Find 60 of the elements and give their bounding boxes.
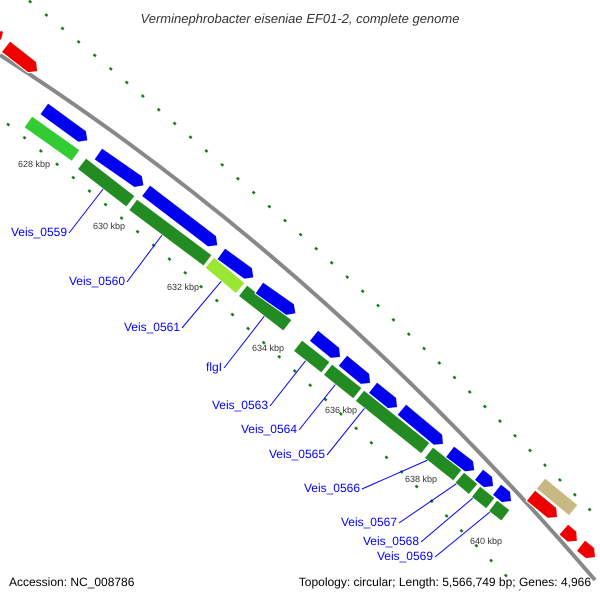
gene-bar [76,157,136,208]
leader-line [326,408,365,456]
gene-arrow-block [558,523,578,543]
gene-bar [535,477,579,516]
gene-arrow-block [337,354,372,385]
gene-arrow-block [216,247,254,280]
leader-line [398,483,457,524]
gene-label: Veis_0563 [212,398,268,412]
leader-line [434,512,490,558]
accession-text: Accession: NC_008786 [9,575,134,589]
leader-line [362,460,428,490]
gene-bar [128,198,213,267]
gene-arrow-block [444,445,476,472]
gene-bar [470,485,496,510]
gene-bar [322,363,363,400]
gene-arrow-block [93,147,145,188]
gene-label: Veis_0565 [268,447,325,461]
gene-label: Veis_0566 [304,481,360,495]
gene-label: Veis_0568 [362,534,419,548]
leader-line [68,188,104,234]
gene-bar [424,446,463,482]
gene-arrow-block [39,102,88,143]
gene-bar [488,499,511,522]
leader-line [270,360,306,406]
gene-label: Veis_0567 [340,515,397,529]
scale-label: 634 kbp [252,343,284,353]
scale-label: 636 kbp [325,405,358,415]
genome-stats: Topology: circular; Length: 5,566,749 bp; Genes: 4,966 [298,575,591,589]
scale-label: 632 kbp [167,282,200,292]
genome-title: Verminephrobacter eiseniae EF01-2, complete genome [140,11,460,26]
gene-bar [23,115,81,162]
scale-label: 628 kbp [18,159,50,169]
gene-bar [204,256,246,294]
gene-arrow-block [492,483,512,504]
gene-arrow-block [254,281,297,316]
gene-arrow-block [396,403,444,446]
gene-arrow-block [368,381,398,410]
gene-bar [292,339,331,374]
gene-arrow-block [526,489,558,519]
gene-label: Veis_0560 [68,274,125,288]
gene-bar [454,471,479,496]
gene-label: Veis_0559 [10,225,67,239]
leader-line [224,316,265,368]
gene-arrow-block [576,539,596,560]
scale-label: 640 kbp [470,536,502,546]
leader-line [298,384,336,430]
leader-line [420,498,474,542]
gene-arrow-block [0,40,38,74]
gene-label: Veis_0569 [376,549,433,563]
gene-label: Veis_0564 [240,422,297,436]
gene-arrow-block [308,329,342,359]
gene-bar [238,284,293,332]
gene-label: Veis_0561 [124,320,180,334]
scale-label: 630 kbp [93,221,126,231]
gene-label: flgI [206,360,222,374]
leader-line [182,280,222,328]
gene-arrow-block [140,184,218,248]
gene-arrow-block [474,468,494,488]
scale-label: 638 kbp [405,474,438,484]
leader-line [126,234,162,282]
